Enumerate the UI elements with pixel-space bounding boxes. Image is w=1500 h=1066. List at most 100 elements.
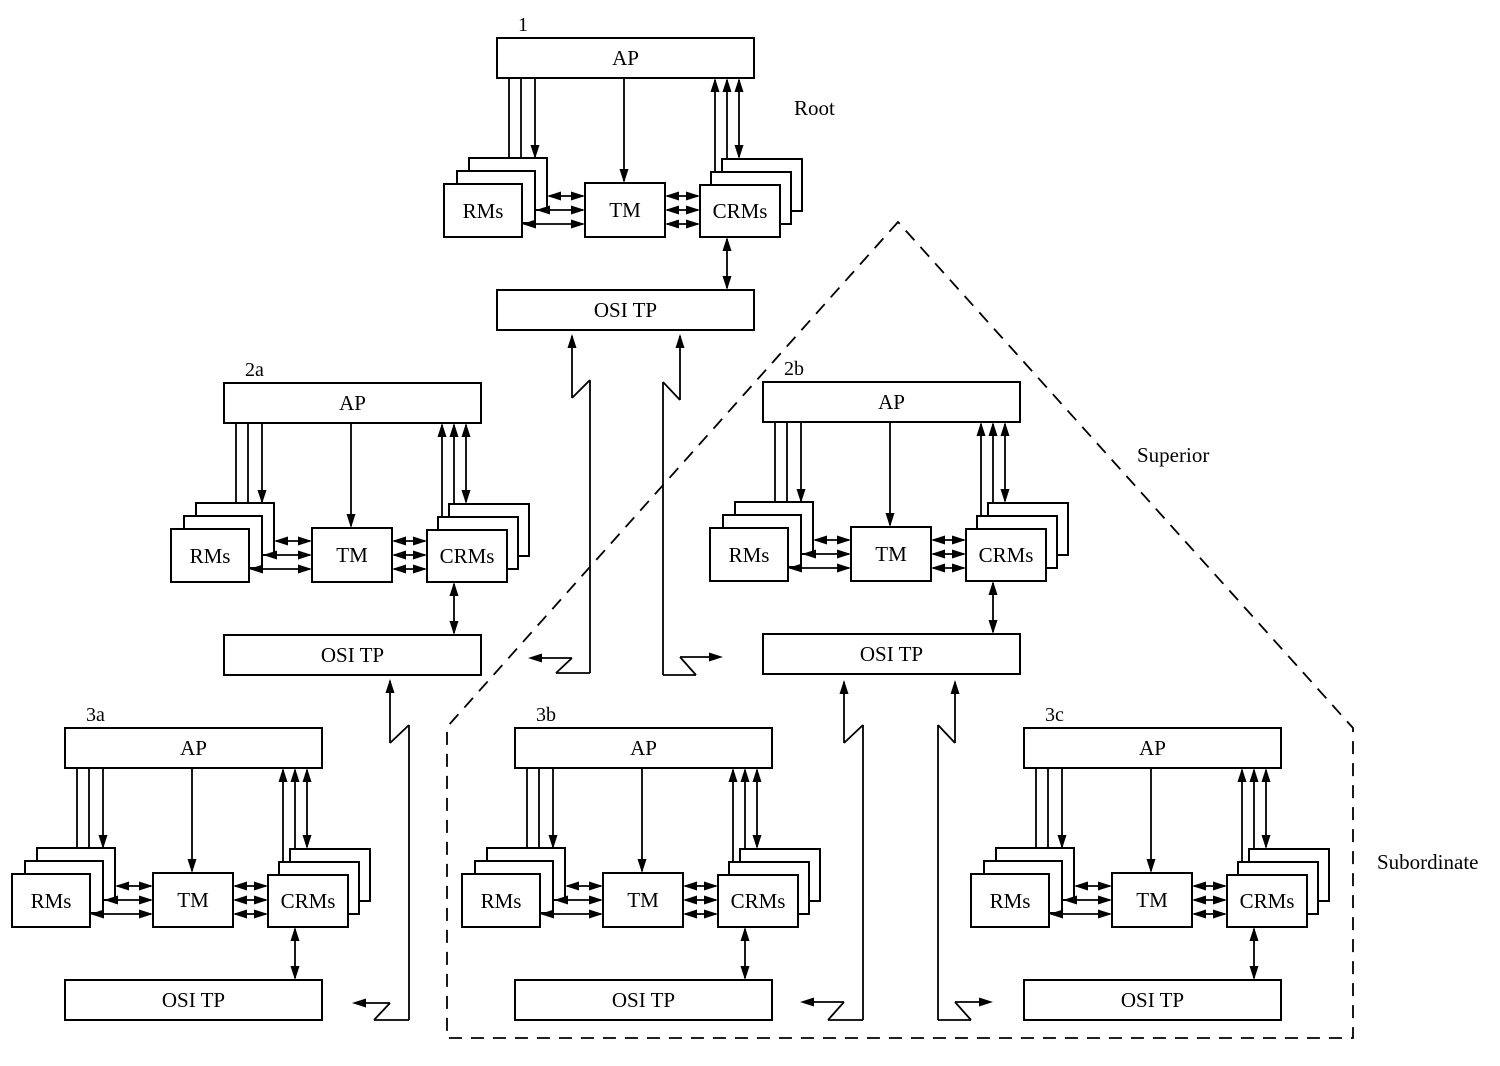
node-2a-ap-box [223,382,482,424]
node-3b-ap-crms-up-arrowhead-2 [740,768,750,782]
comm-link-top-break [937,724,956,744]
node-1-osi-tp-label: OSI TP [594,298,657,322]
comm-link-top-break [571,379,591,399]
node-1-tm-crms-left-arrowhead-3 [665,219,679,229]
node-3c-rms-tm-right-arrowhead-2 [1098,895,1112,905]
node-3c-osi-tp-box [1023,979,1282,1021]
node-2a-rms-box [170,528,250,583]
node-2b-ap-box [762,381,1021,423]
node-2a-ap-crms-up-arrowhead-2 [449,423,459,437]
node-3b-ap-box [514,727,773,769]
node-2a-osi-tp-label: OSI TP [321,643,384,667]
node-2a-rms-tm-left-arrowhead-1 [274,536,288,546]
node-3b-osi-tp-label: OSI TP [612,988,675,1012]
node-3a-tm-crms-right-arrowhead-1 [254,881,268,891]
node-3b-rms-tm-left-arrowhead-1 [565,881,579,891]
node-1-rms-tm-left-arrowhead-3 [522,219,536,229]
node-2a-tm-crms-right-arrowhead-2 [413,550,427,560]
node-3b-crms-osi-up-arrowhead [740,927,750,941]
node-1-tm-crms-left-arrowhead-2 [665,205,679,215]
node-2a-rms-tm-right-arrowhead-3 [298,564,312,574]
node-3b-rms-tm-right-arrowhead-2 [589,895,603,905]
node-3c-tm-crms-left-arrowhead-1 [1192,881,1206,891]
node-3a-crms-osi-up-arrowhead [290,927,300,941]
comm-link-2b-3b [800,680,864,1021]
node-2a-tm-crms-right-arrowhead-1 [413,536,427,546]
node-2a-crms-osi-down-arrowhead [449,621,459,635]
node-3a-ap-crms-up-arrowhead-1 [278,768,288,782]
node-3b-ap-tm-arrowhead [637,859,647,873]
node-3b-rms-tm-right-arrowhead-1 [589,881,603,891]
node-2a-tm-crms-left-arrowhead-1 [392,536,406,546]
node-3a-rms-tm-right-arrowhead-2 [139,895,153,905]
node-3a-rms-tm-left-arrowhead-2 [104,895,118,905]
node-2a-rms-tm-right-arrowhead-1 [298,536,312,546]
node-3a-rms-box [11,873,91,928]
node-1-osi-tp-box [496,289,755,331]
node-2b-crms-osi-up-arrowhead [988,581,998,595]
comm-link-arm-arrowhead [979,997,993,1007]
node-2b-crms-osi-down-arrowhead [988,620,998,634]
node-3b-rms-label: RMs [481,889,522,913]
node-2a-tm-box [311,527,393,583]
node-1-crms-box [699,184,781,238]
node-2b-tm-crms-right-arrowhead-3 [952,563,966,573]
node-2a-ap-crms-down-arrowhead-3 [461,490,471,504]
subordinate-label: Subordinate [1377,850,1478,874]
comm-link-bottom-break [827,1001,845,1021]
node-2a-ap-label: AP [339,391,366,415]
superior-subordinate-boundary [446,220,1354,1039]
node-3b-ap-crms-up-arrowhead-1 [728,768,738,782]
node-3c-crms-osi-down-arrowhead [1249,966,1259,980]
comm-link-top-break [389,724,410,744]
comm-link-arm-arrowhead [528,653,542,663]
node-2b-tm-crms-left-arrowhead-1 [931,535,945,545]
node-2b-rms-tm-right-arrowhead-3 [837,563,851,573]
comm-link-top-break [662,381,681,401]
comm-link-2b-3c [937,680,993,1021]
node-3c-ap-crms-up-arrowhead-2 [1249,768,1259,782]
node-3a-tm-crms-left-arrowhead-3 [233,909,247,919]
node-3a-ap-crms-up-arrowhead-2 [290,768,300,782]
node-2a-label: 2a [245,359,264,381]
node-3a-osi-tp-box [64,979,323,1021]
node-1-crms-label: CRMs [713,199,768,223]
node-3b-rms-tm-left-arrowhead-3 [540,909,554,919]
node-2a-ap-crms-up-arrowhead-3 [461,423,471,437]
node-1-ap-rms-arrowhead-3 [530,145,540,159]
node-1-ap-label: AP [612,46,639,70]
node-2b-ap-crms-down-arrowhead-3 [1000,489,1010,503]
comm-link-arm-arrowhead [800,997,814,1007]
node-3a-ap-label: AP [180,736,207,760]
node-3b-rms-box [461,873,541,928]
comm-link-arm-arrowhead [709,652,723,662]
node-2a-tm-label: TM [336,543,368,567]
node-2a-tm-crms-left-arrowhead-3 [392,564,406,574]
node-1-ap-tm-arrowhead [619,169,629,183]
node-1-label: 1 [518,14,528,36]
node-1-crms-osi-down-arrowhead [722,276,732,290]
node-3b-ap-crms-down-arrowhead-3 [752,835,762,849]
node-2b-rms-label: RMs [729,543,770,567]
node-2b-ap-crms-up-arrowhead-3 [1000,422,1010,436]
node-3b-tm-crms-left-arrowhead-3 [683,909,697,919]
comm-link-arm-arrowhead [352,998,366,1008]
comm-link-1-2a [528,334,591,674]
comm-link-bottom-break [555,657,573,674]
node-3a-tm-crms-left-arrowhead-2 [233,895,247,905]
node-3b-ap-rms-arrowhead-3 [548,835,558,849]
node-3a-ap-crms-down-arrowhead-3 [302,835,312,849]
node-2a-crms-label: CRMs [440,544,495,568]
node-3c-tm-label: TM [1136,888,1168,912]
node-3a-rms-tm-right-arrowhead-3 [139,909,153,919]
node-3c-rms-tm-right-arrowhead-1 [1098,881,1112,891]
node-1-rms-tm-left-arrowhead-2 [536,205,550,215]
node-3a-crms-box [267,874,349,928]
comm-link-top-break [843,724,864,744]
node-1-rms-tm-right-arrowhead-3 [571,219,585,229]
